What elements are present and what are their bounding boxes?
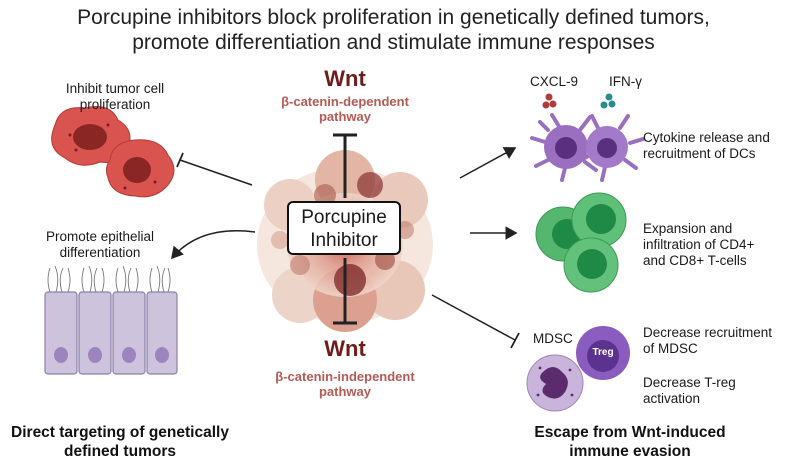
inhibit-label-2: proliferation	[79, 97, 151, 112]
porcupine-inhibitor-box: Porcupine Inhibitor	[287, 201, 401, 255]
treg-icon	[576, 326, 630, 380]
cxcl9-dots	[542, 93, 557, 109]
treg-label: Treg	[592, 347, 614, 358]
inhibit-label-1: Inhibit tumor cell	[65, 81, 165, 96]
mdsc-label: MDSC	[533, 331, 573, 346]
title-line-1: Porcupine inhibitors block proliferation…	[77, 6, 710, 29]
inhibition-tumor-proliferation	[176, 152, 253, 186]
dendritic-cell-icon	[530, 113, 645, 182]
cxcl9-label: CXCL-9	[530, 74, 579, 89]
wnt-bottom-label: Wnt	[324, 336, 366, 361]
t-cell-icon	[535, 192, 627, 293]
left-footer-1: Direct targeting of genetically	[11, 424, 229, 441]
decrease-mdsc-label-2: of MDSC	[643, 341, 698, 356]
decrease-treg-label-1: Decrease T-reg	[643, 375, 736, 390]
decrease-treg-label-2: activation	[643, 391, 701, 406]
dependent-pathway-label-2: pathway	[318, 109, 371, 124]
cytokine-label-1: Cytokine release and	[643, 130, 770, 145]
arrow-differentiation	[171, 230, 256, 260]
decrease-mdsc-label-1: Decrease recruitment	[643, 325, 773, 340]
arrow-cytokine	[459, 147, 517, 179]
promote-label-1: Promote epithelial	[45, 229, 155, 244]
epithelium-icon	[44, 265, 178, 375]
ifng-dots	[600, 93, 616, 109]
right-footer-1: Escape from Wnt-induced	[534, 424, 726, 441]
tumor-cell-icon	[51, 106, 175, 198]
independent-pathway-label-2: pathway	[318, 384, 371, 399]
expansion-label-1: Expansion and	[643, 221, 733, 236]
expansion-label-3: and CD8+ T-cells	[643, 253, 747, 268]
left-footer-2: defined tumors	[64, 443, 176, 460]
ifng-label: IFN-γ	[609, 74, 642, 89]
title-line-2: promote differentiation and stimulate im…	[132, 31, 655, 54]
cytokine-label-2: recruitment of DCs	[643, 146, 756, 161]
inhibitor-label-1: Porcupine	[301, 207, 387, 228]
inhibition-bottom	[333, 258, 357, 325]
inhibition-top	[333, 133, 357, 198]
right-footer-2: immune evasion	[569, 443, 691, 460]
dependent-pathway-label-1: β-catenin-dependent	[281, 94, 409, 109]
expansion-label-2: infiltration of CD4+	[643, 237, 755, 252]
wnt-top-label: Wnt	[324, 66, 366, 91]
independent-pathway-label-1: β-catenin-independent	[275, 369, 415, 384]
mdsc-icon	[526, 354, 584, 412]
inhibitor-label-2: Inhibitor	[310, 230, 378, 251]
inhibition-immune-suppression	[431, 294, 520, 349]
promote-label-2: differentiation	[59, 245, 141, 260]
